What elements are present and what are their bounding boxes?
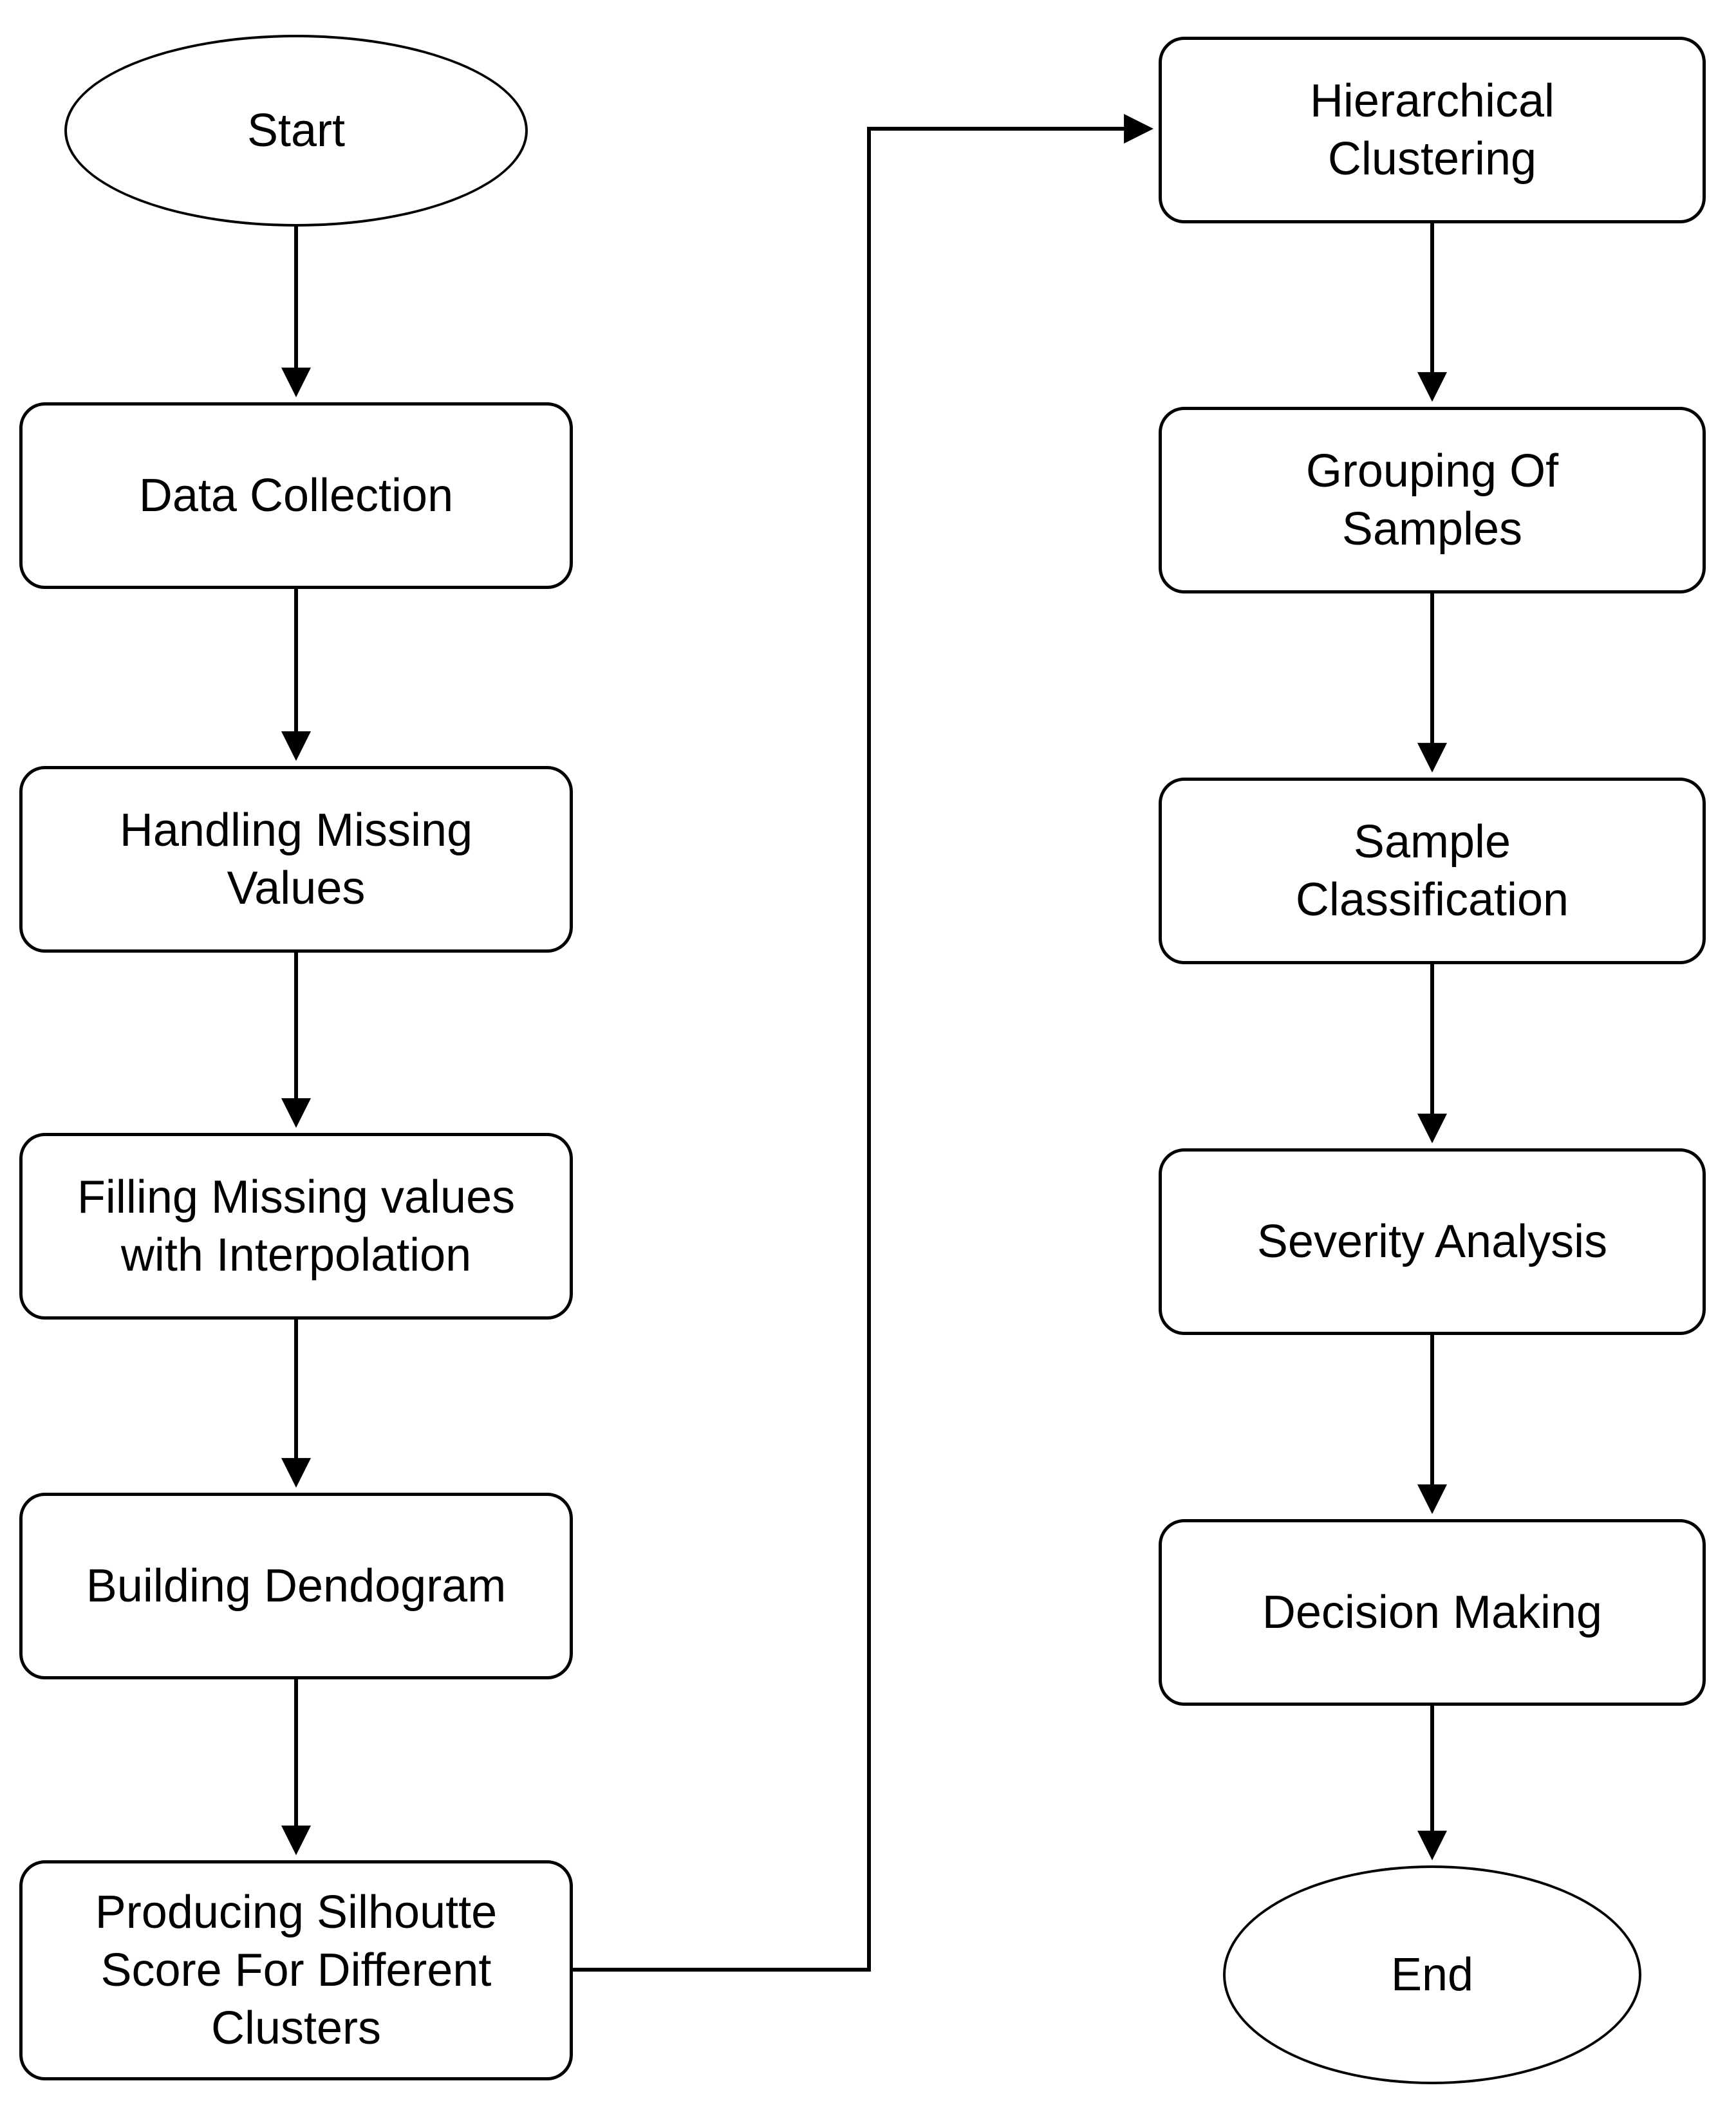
node-start-label: Start <box>247 105 346 156</box>
node-building-dendogram: Building Dendogram <box>19 1493 573 1679</box>
node-grouping-of-samples: Grouping Of Samples <box>1159 407 1706 593</box>
node-hierarchical-clustering-label: Hierarchical Clustering <box>1309 75 1555 185</box>
node-severity-analysis-label: Severity Analysis <box>1256 1216 1608 1267</box>
node-end-label: End <box>1390 1949 1474 2001</box>
node-data-collection: Data Collection <box>19 402 573 589</box>
node-sample-classification: Sample Classification <box>1159 778 1706 964</box>
node-producing-silhoutte-score-label: Producing Silhoutte Score For Different … <box>95 1887 498 2054</box>
node-producing-silhoutte-score: Producing Silhoutte Score For Different … <box>19 1860 573 2080</box>
node-severity-analysis: Severity Analysis <box>1159 1148 1706 1335</box>
node-start: Start <box>64 35 528 227</box>
node-decision-making-label: Decision Making <box>1262 1587 1603 1638</box>
node-hierarchical-clustering: Hierarchical Clustering <box>1159 37 1706 223</box>
node-end: End <box>1223 1865 1641 2084</box>
node-data-collection-label: Data Collection <box>138 470 454 521</box>
connector-producing-silhoutte-to-hierarchical-clustering <box>573 114 1154 1972</box>
node-sample-classification-label: Sample Classification <box>1295 816 1569 926</box>
node-grouping-of-samples-label: Grouping Of Samples <box>1305 445 1559 555</box>
node-filling-missing-values-label: Filling Missing values with Interpolatio… <box>77 1172 516 1281</box>
node-filling-missing-values: Filling Missing values with Interpolatio… <box>19 1133 573 1320</box>
node-handling-missing-values: Handling Missing Values <box>19 766 573 953</box>
node-decision-making: Decision Making <box>1159 1519 1706 1706</box>
node-handling-missing-values-label: Handling Missing Values <box>119 805 473 914</box>
node-building-dendogram-label: Building Dendogram <box>86 1560 507 1612</box>
